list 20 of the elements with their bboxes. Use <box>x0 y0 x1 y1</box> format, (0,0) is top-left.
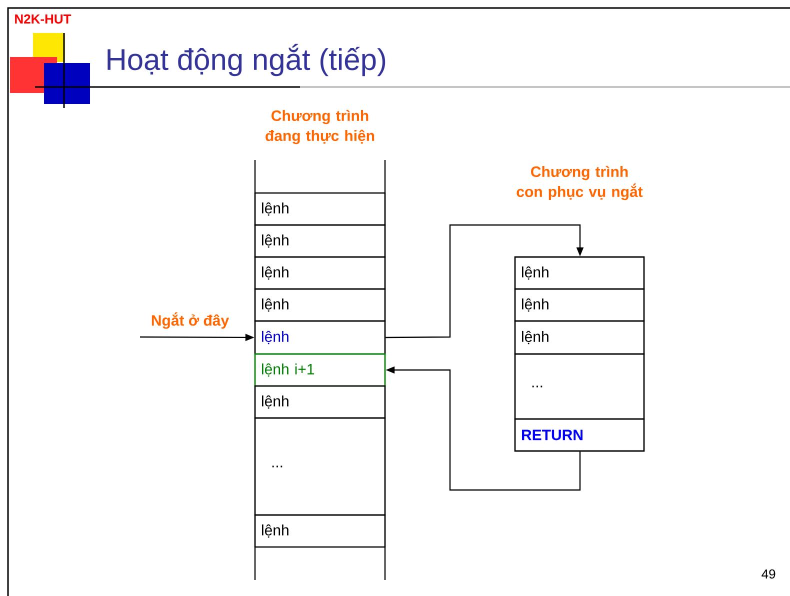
instruction-cell: lệnh i+1 <box>254 353 386 387</box>
instruction-cell: lệnh <box>514 288 645 322</box>
instruction-cell: lệnh <box>254 514 386 548</box>
instruction-cell: lệnh <box>254 224 386 258</box>
instruction-cell: ... <box>514 353 645 420</box>
arrow <box>386 224 584 338</box>
instruction-cell: lệnh <box>254 192 386 226</box>
header-label: N2K-HUT <box>15 14 72 24</box>
page-number: 49 <box>762 569 776 579</box>
instruction-cell: RETURN <box>514 418 645 452</box>
instruction-cell: lệnh <box>514 256 645 290</box>
node-label: Chương trình con phục vụ ngắt <box>516 166 643 200</box>
instruction-cell: lệnh <box>254 320 386 355</box>
slide-title: Hoạt động ngắt (tiếp) <box>108 44 386 76</box>
edge-label: Ngắt ở đây <box>152 312 229 329</box>
instruction-cell: lệnh <box>514 320 645 355</box>
instruction-cell: ... <box>254 417 386 516</box>
instruction-cell: lệnh <box>254 385 386 419</box>
instruction-cell: lệnh <box>254 256 386 290</box>
instruction-cell: lệnh <box>254 288 386 322</box>
